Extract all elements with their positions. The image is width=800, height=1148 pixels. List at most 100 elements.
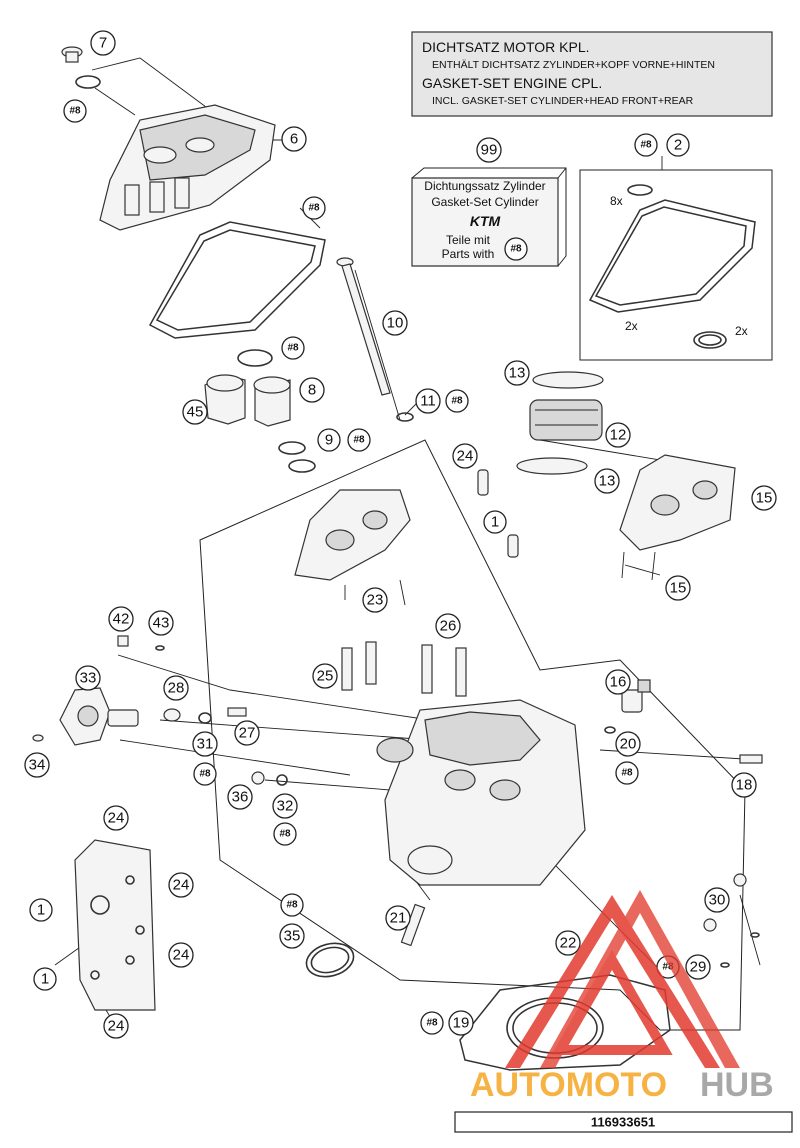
kit-2: #8 2 8x 2x 2x <box>579 133 773 361</box>
callout-9: 9 <box>317 428 341 452</box>
o-ring-35 <box>305 942 355 978</box>
callout-11: 11 <box>415 388 441 414</box>
svg-text:13: 13 <box>599 473 616 490</box>
valve-cover-gasket <box>148 221 326 339</box>
gasket-set-line4: INCL. GASKET-SET CYLINDER+HEAD FRONT+REA… <box>432 95 694 107</box>
mult-8x: 8x <box>610 194 623 208</box>
svg-text:19: 19 <box>453 1015 470 1032</box>
svg-text:#8: #8 <box>199 769 211 780</box>
svg-text:99: 99 <box>481 142 498 159</box>
kit-99-line4: Parts with <box>442 247 495 261</box>
svg-text:8: 8 <box>308 382 316 399</box>
svg-text:24: 24 <box>173 877 190 894</box>
callout-35: 35 <box>279 923 305 949</box>
head-studs <box>400 873 760 968</box>
callout-2: 2 <box>666 133 690 157</box>
svg-text:10: 10 <box>387 315 404 332</box>
svg-text:18: 18 <box>736 777 753 794</box>
callout-24: 24 <box>168 942 194 968</box>
head-cover-gasket-2 <box>588 199 756 313</box>
svg-text:#8: #8 <box>308 203 320 214</box>
callout-15: 15 <box>751 485 777 511</box>
gasket-set-label: DICHTSATZ MOTOR KPL. ENTHÄLT DICHTSATZ Z… <box>411 31 773 117</box>
callout-12: 12 <box>605 422 631 448</box>
ktm-logo: KTM <box>470 213 501 229</box>
document-number: 116933651 <box>591 1115 655 1130</box>
svg-text:6: 6 <box>290 131 298 148</box>
watermark-text-b: HUB <box>700 1066 774 1104</box>
svg-text:24: 24 <box>457 448 474 465</box>
callout-15: 15 <box>665 575 691 601</box>
callout-13: 13 <box>504 360 530 386</box>
callout-19: 19 <box>448 1010 474 1036</box>
svg-text:20: 20 <box>620 736 637 753</box>
callout-10: 10 <box>382 310 408 336</box>
svg-text:15: 15 <box>670 580 687 597</box>
intake-flange <box>74 839 156 1011</box>
svg-text:30: 30 <box>709 892 726 909</box>
camshaft <box>516 371 604 475</box>
kit-99-line3: Teile mit <box>446 233 491 247</box>
mult-2x-a: 2x <box>625 319 638 333</box>
kit-99-ref: #8 <box>504 237 528 261</box>
svg-text:28: 28 <box>168 680 185 697</box>
callout-ref: #8 <box>281 336 305 360</box>
callout-ref: #8 <box>193 762 217 786</box>
gasket-set-line2: ENTHÄLT DICHTSATZ ZYLINDER+KOPF VORNE+HI… <box>432 59 715 71</box>
callout-6: 6 <box>281 126 307 152</box>
callout-ref: #8 <box>445 389 469 413</box>
callout-ref: #8 <box>302 196 326 220</box>
callout-21: 21 <box>385 905 411 931</box>
svg-text:1: 1 <box>41 971 49 988</box>
automotohub-watermark: AUTOMOTO HUB <box>470 890 774 1104</box>
watermark-triangle-inner <box>551 950 673 1055</box>
svg-text:33: 33 <box>80 670 97 687</box>
callout-23: 23 <box>362 587 388 613</box>
svg-text:1: 1 <box>491 514 499 531</box>
svg-text:24: 24 <box>173 947 190 964</box>
callout-1: 1 <box>29 898 53 922</box>
callout-16: 16 <box>605 669 631 695</box>
svg-text:16: 16 <box>610 674 627 691</box>
callout-99: 99 <box>476 137 502 163</box>
callout-42: 42 <box>108 606 134 632</box>
callout-7: 7 <box>90 30 116 56</box>
svg-text:42: 42 <box>113 611 130 628</box>
callout-ref: #8 <box>347 428 371 452</box>
callout-1: 1 <box>33 967 57 991</box>
svg-text:#8: #8 <box>640 140 652 151</box>
svg-text:34: 34 <box>29 757 46 774</box>
svg-text:43: 43 <box>153 615 170 632</box>
callout-24: 24 <box>103 805 129 831</box>
callout-ref: #8 <box>63 99 87 123</box>
callout-22: 22 <box>555 930 581 956</box>
svg-text:#8: #8 <box>69 106 81 117</box>
svg-text:29: 29 <box>690 959 707 976</box>
svg-text:#8: #8 <box>621 768 633 779</box>
svg-text:45: 45 <box>187 404 204 421</box>
callout-24: 24 <box>452 443 478 469</box>
callout-ref: #8 <box>615 761 639 785</box>
callout-31: 31 <box>192 731 218 757</box>
callout-24: 24 <box>103 1013 129 1039</box>
dowel-pins <box>477 469 519 558</box>
callout-33: 33 <box>75 665 101 691</box>
callout-34: 34 <box>24 752 50 778</box>
document-number-box: 116933651 <box>454 1111 793 1133</box>
gasket-set-line1: DICHTSATZ MOTOR KPL. <box>422 39 590 55</box>
valve-cover <box>99 104 276 231</box>
svg-text:7: 7 <box>99 35 107 52</box>
svg-text:31: 31 <box>197 736 214 753</box>
callout-27: 27 <box>234 720 260 746</box>
svg-text:#8: #8 <box>279 829 291 840</box>
mult-2x-b: 2x <box>735 324 748 338</box>
callout-26: 26 <box>435 613 461 639</box>
svg-text:22: 22 <box>560 935 577 952</box>
svg-text:21: 21 <box>390 910 407 927</box>
callout-18: 18 <box>731 772 757 798</box>
callout-28: 28 <box>163 675 189 701</box>
svg-text:13: 13 <box>509 365 526 382</box>
svg-text:#8: #8 <box>353 435 365 446</box>
spark-plug-tube <box>336 257 414 422</box>
